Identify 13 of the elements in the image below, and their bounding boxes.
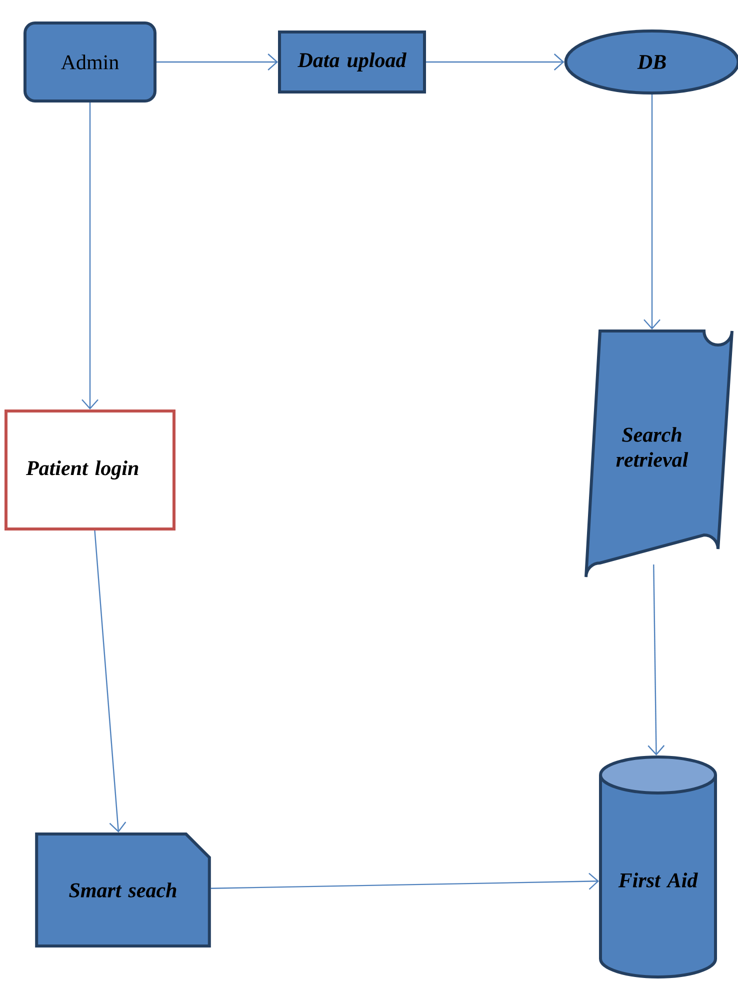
arrow (94, 530, 126, 833)
process-box: Admin (24, 22, 156, 102)
arrow (644, 94, 660, 330)
arrow (156, 54, 278, 70)
arrow (648, 564, 665, 756)
process-box: Data upload (278, 30, 426, 94)
login-box: Patient login (4, 410, 176, 530)
process-box: Smart seach (35, 832, 211, 948)
arrow (210, 872, 600, 890)
database-cylinder: First Aid (599, 755, 717, 978)
arrow (82, 102, 98, 410)
process-box: Search retrieval (584, 330, 734, 578)
arrow (426, 54, 564, 70)
